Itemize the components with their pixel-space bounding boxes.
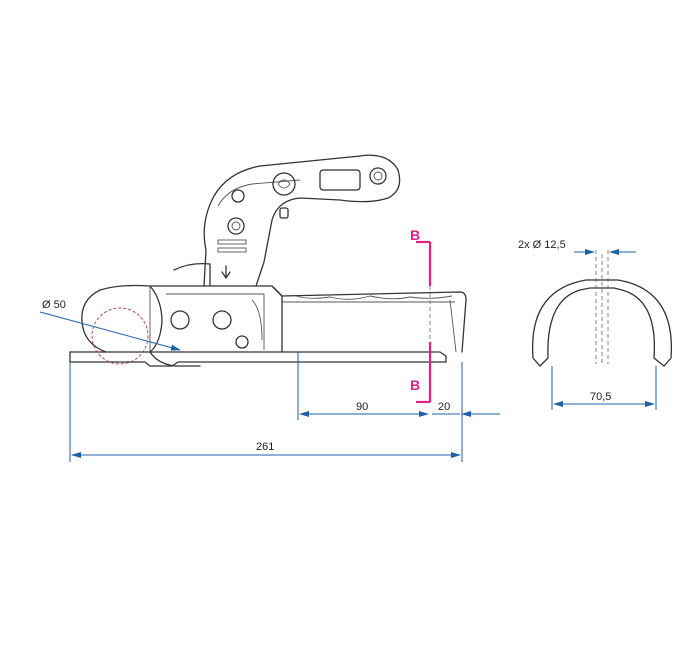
profile-width-label: 70,5 bbox=[590, 391, 611, 403]
ball-diameter-label: Ø 50 bbox=[42, 299, 66, 311]
ball-diameter-dimension: Ø 50 bbox=[39, 299, 181, 351]
profile-section bbox=[531, 250, 673, 367]
overall-length-label: 261 bbox=[256, 441, 274, 453]
bolt-hole-label: 2x Ø 12,5 bbox=[518, 239, 566, 251]
section-label-bottom: B bbox=[410, 377, 420, 393]
profile-width-dimension: 70,5 bbox=[551, 366, 657, 410]
section-label-top: B bbox=[410, 227, 420, 243]
bolt-hole-dimension: 2x Ø 12,5 bbox=[518, 239, 636, 255]
section-marker-bb: B B bbox=[410, 227, 432, 404]
coupling-body bbox=[69, 284, 467, 367]
overall-length-dimension: 261 bbox=[69, 362, 463, 462]
tube-length-label: 90 bbox=[356, 401, 368, 413]
coupling-handle bbox=[173, 154, 401, 287]
end-offset-label: 20 bbox=[438, 401, 450, 413]
tube-length-dimension: 90 bbox=[297, 352, 429, 420]
end-offset-dimension: 20 bbox=[432, 401, 500, 417]
